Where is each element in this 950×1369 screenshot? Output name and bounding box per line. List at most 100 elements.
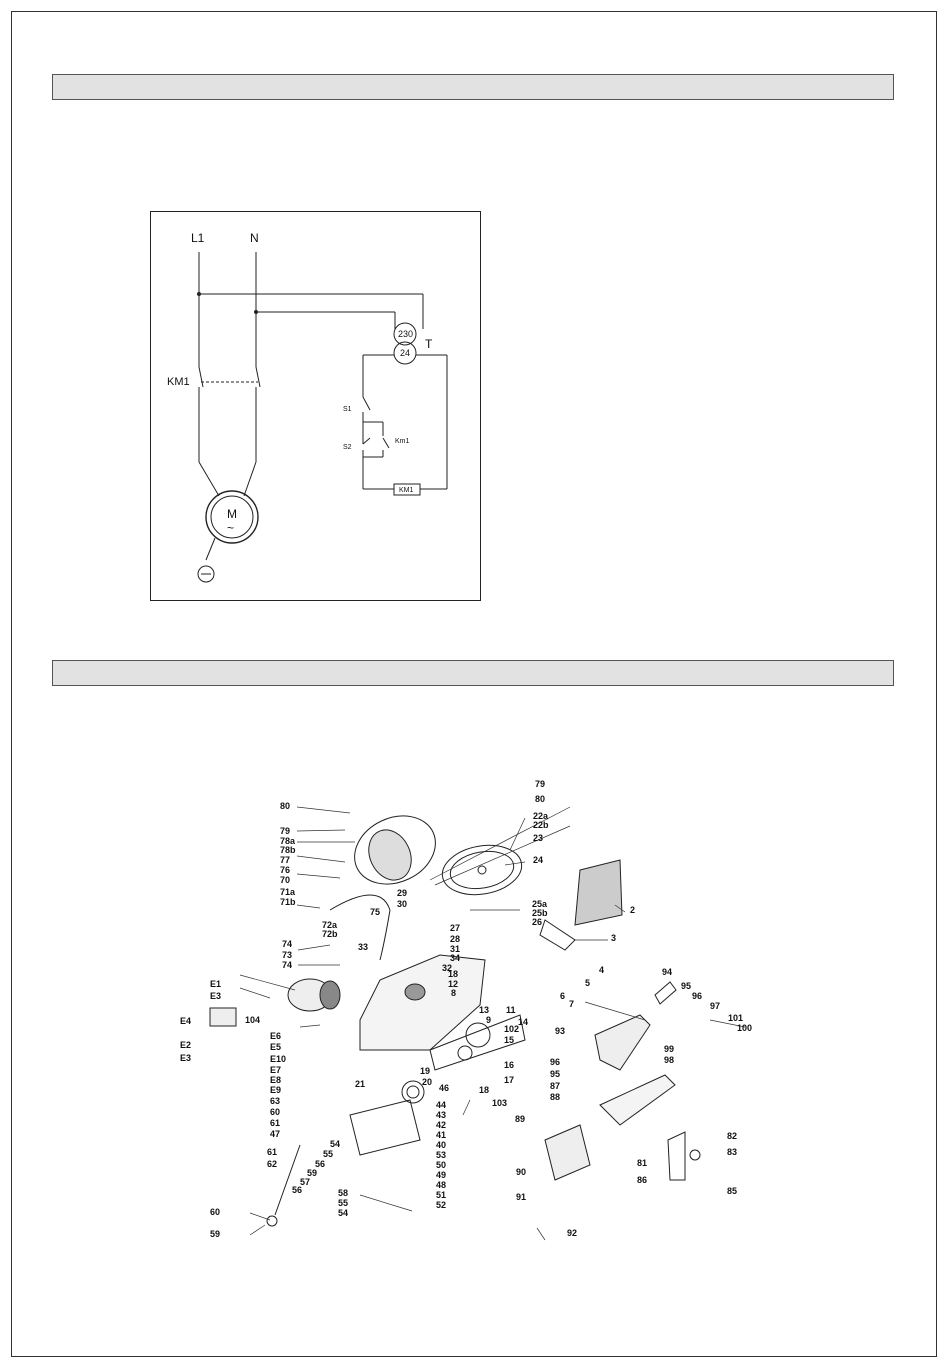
part-31: 31	[450, 944, 461, 954]
part-92: 92	[567, 1228, 578, 1238]
part-21: 21	[355, 1079, 366, 1089]
part-27: 27	[450, 923, 461, 933]
part-88: 88	[550, 1092, 561, 1102]
part-16: 16	[504, 1060, 515, 1070]
part-90: 90	[516, 1167, 527, 1177]
part-103: 103	[492, 1098, 508, 1108]
part-95-lower: 95	[550, 1069, 561, 1079]
label-km1-contact: KM1	[167, 376, 190, 388]
part-79-top: 79	[535, 779, 546, 789]
part-30: 30	[397, 899, 408, 909]
part-44: 44	[436, 1100, 447, 1110]
part-76: 76	[280, 865, 291, 875]
label-n: N	[250, 231, 259, 245]
part-78a: 78a	[280, 836, 296, 846]
part-34: 34	[450, 953, 461, 963]
wiring-diagram-lines	[197, 252, 448, 583]
part-71b: 71b	[280, 897, 296, 907]
part-43: 43	[436, 1110, 447, 1120]
motor-ac-symbol: ~	[227, 521, 235, 535]
part-5: 5	[585, 978, 591, 988]
part-e2: E2	[180, 1040, 192, 1050]
part-61-upper: 61	[270, 1118, 281, 1128]
part-79-left: 79	[280, 826, 291, 836]
part-e10: E10	[270, 1054, 287, 1064]
part-83: 83	[727, 1147, 738, 1157]
part-47: 47	[270, 1129, 281, 1139]
wiring-diagram: L1 N KM1 T 230 24 S1 S2 Km1 KM1 M ~	[150, 211, 481, 601]
part-60-lower: 60	[210, 1207, 221, 1217]
part-11: 11	[506, 1005, 516, 1015]
part-82: 82	[727, 1131, 738, 1141]
part-9: 9	[486, 1015, 492, 1025]
page-frame	[11, 11, 937, 1357]
part-54-lower: 54	[338, 1208, 349, 1218]
part-17: 17	[504, 1075, 515, 1085]
label-primary-voltage: 230	[398, 329, 414, 339]
part-60-upper: 60	[270, 1107, 281, 1117]
part-e9: E9	[270, 1085, 282, 1095]
part-e6: E6	[270, 1031, 282, 1041]
part-15: 15	[504, 1035, 515, 1045]
part-94: 94	[662, 967, 673, 977]
part-e5: E5	[270, 1042, 282, 1052]
part-23: 23	[533, 833, 544, 843]
part-85: 85	[727, 1186, 738, 1196]
part-58: 58	[338, 1188, 349, 1198]
part-28: 28	[450, 934, 461, 944]
part-25b: 25b	[532, 908, 548, 918]
part-74-a: 74	[282, 939, 293, 949]
label-km1-aux: Km1	[395, 438, 410, 445]
part-22b: 22b	[533, 820, 549, 830]
part-18-lower: 18	[479, 1085, 490, 1095]
part-89: 89	[515, 1114, 526, 1124]
part-100: 100	[737, 1023, 753, 1033]
part-e4: E4	[180, 1016, 192, 1026]
part-33: 33	[358, 942, 369, 952]
part-98: 98	[664, 1055, 675, 1065]
part-56-upper: 56	[315, 1159, 326, 1169]
section-header-wiring	[52, 74, 894, 100]
part-77: 77	[280, 855, 291, 865]
part-91: 91	[516, 1192, 527, 1202]
part-e3-bottom: E3	[180, 1053, 192, 1063]
part-6: 6	[560, 991, 566, 1001]
part-70: 70	[280, 875, 291, 885]
part-42: 42	[436, 1120, 447, 1130]
part-101: 101	[728, 1013, 744, 1023]
part-75: 75	[370, 907, 381, 917]
part-51: 51	[436, 1190, 447, 1200]
part-56-lower: 56	[292, 1185, 303, 1195]
part-59-upper: 59	[307, 1168, 318, 1178]
part-52: 52	[436, 1200, 447, 1210]
part-12: 12	[448, 979, 459, 989]
part-14: 14	[518, 1017, 529, 1027]
part-22a: 22a	[533, 811, 549, 821]
part-54-upper: 54	[330, 1139, 341, 1149]
label-secondary-voltage: 24	[400, 348, 411, 358]
part-72b: 72b	[322, 929, 338, 939]
part-20: 20	[422, 1077, 433, 1087]
part-48: 48	[436, 1180, 447, 1190]
part-62: 62	[267, 1159, 278, 1169]
part-8: 8	[451, 988, 457, 998]
label-coil: KM1	[399, 487, 414, 494]
part-59-lower: 59	[210, 1229, 221, 1239]
part-73: 73	[282, 950, 293, 960]
part-7: 7	[569, 999, 575, 1009]
part-2: 2	[630, 905, 636, 915]
part-25a: 25a	[532, 899, 548, 909]
part-80-top: 80	[535, 794, 546, 804]
part-87: 87	[550, 1081, 561, 1091]
part-53: 53	[436, 1150, 447, 1160]
part-80-left: 80	[280, 801, 291, 811]
part-e8: E8	[270, 1075, 282, 1085]
part-72a: 72a	[322, 920, 338, 930]
part-3: 3	[611, 933, 617, 943]
exploded-drawing	[209, 806, 746, 1241]
label-motor: M	[227, 507, 237, 521]
part-96-upper: 96	[692, 991, 703, 1001]
part-61-lower: 61	[267, 1147, 278, 1157]
part-49: 49	[436, 1170, 447, 1180]
part-96-lower: 96	[550, 1057, 561, 1067]
